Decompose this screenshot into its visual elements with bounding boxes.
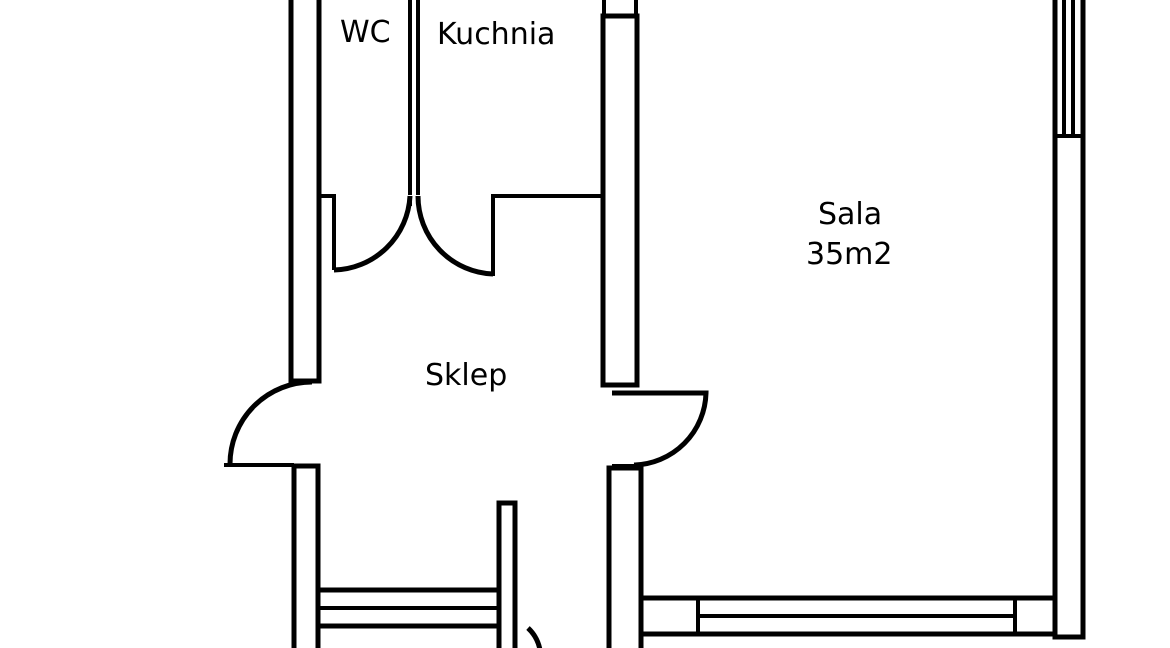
wc-partition: [319, 194, 336, 270]
door-bottom-partial: [526, 626, 543, 648]
room-label-hall-area: 35m2: [806, 237, 892, 272]
door-wc: [333, 195, 413, 273]
wall-shop-partition: [496, 500, 518, 648]
door-kitchen: [415, 195, 494, 277]
room-label-shop: Sklep: [425, 358, 507, 393]
wall-left-upper: [288, 0, 322, 384]
door-entrance-left: [227, 379, 313, 465]
room-label-wc: WC: [340, 15, 391, 50]
room-label-hall: Sala: [818, 197, 882, 232]
wall-center-lower: [606, 465, 644, 648]
kitchen-partition: [491, 194, 603, 276]
wall-center-upper: [600, 13, 640, 388]
door-hall: [612, 390, 709, 468]
wall-right-outer: [1052, 0, 1086, 640]
wall-left-lower: [291, 463, 321, 648]
room-label-kitchen: Kuchnia: [437, 17, 555, 52]
